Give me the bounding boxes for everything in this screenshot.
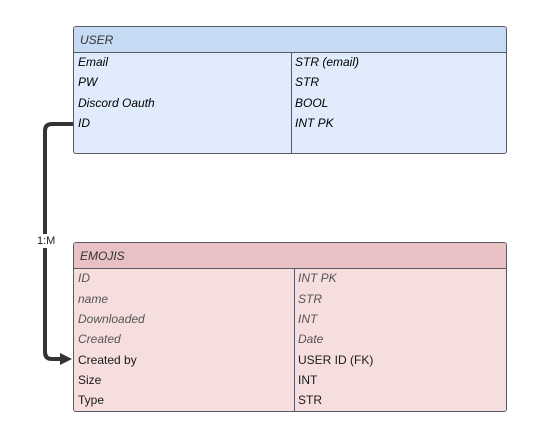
field-name: ID <box>78 271 90 285</box>
field-type: STR <box>295 75 319 89</box>
field-type: INT <box>298 373 318 387</box>
field-name: name <box>78 292 109 306</box>
field-type: INT <box>298 312 318 326</box>
field-name: Created by <box>78 353 137 367</box>
field-name: ID <box>78 116 90 130</box>
field-name: Size <box>78 373 102 387</box>
field-type: INT PK <box>298 271 337 285</box>
field-type: INT PK <box>295 116 334 130</box>
field-name: PW <box>78 75 98 89</box>
entity-emojis[interactable]: EMOJIS ID INT PK name STR Downloaded INT… <box>73 242 507 412</box>
field-type: STR (email) <box>295 55 360 69</box>
field-type: STR <box>298 292 322 306</box>
field-name: Email <box>78 55 109 69</box>
entity-title: EMOJIS <box>74 243 506 269</box>
field-name: Type <box>78 393 105 407</box>
field-name: Discord Oauth <box>78 96 155 110</box>
field-type: Date <box>298 332 324 346</box>
field-name: Created <box>78 332 121 346</box>
field-type: USER ID (FK) <box>298 353 374 367</box>
entity-user[interactable]: USER Email STR (email) PW STR Discord Oa… <box>73 26 507 154</box>
column-divider <box>291 53 292 153</box>
arrowhead <box>60 353 72 365</box>
field-type: BOOL <box>295 96 329 110</box>
entity-title: USER <box>74 27 506 53</box>
field-name: Downloaded <box>78 312 145 326</box>
cardinality-label: 1:M <box>37 234 56 248</box>
field-type: STR <box>298 393 322 407</box>
column-divider <box>294 269 295 411</box>
